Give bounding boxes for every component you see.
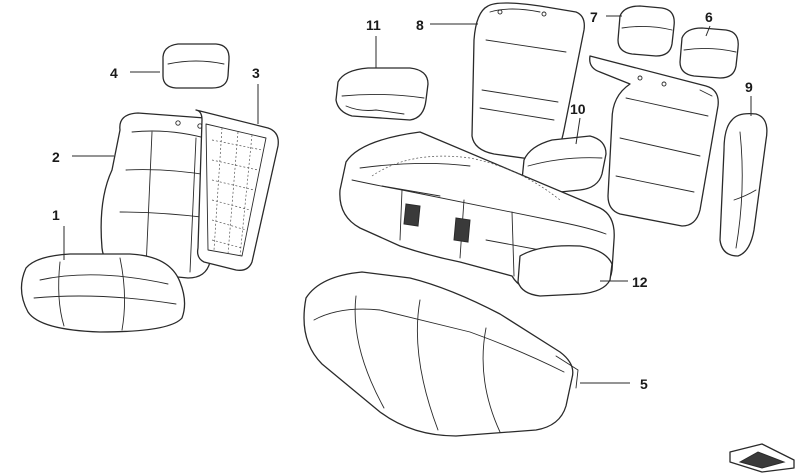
front-seat-cushion [20, 253, 186, 333]
document-corner-icon [729, 443, 795, 473]
callout-5: 5 [640, 376, 648, 392]
callout-2: 2 [52, 149, 60, 165]
side-bolster [719, 112, 768, 257]
backrest-frame [195, 109, 279, 271]
armrest-cover [335, 67, 429, 121]
callout-8: 8 [416, 17, 424, 33]
callout-1: 1 [52, 207, 60, 223]
callout-12: 12 [632, 274, 648, 290]
rear-headrest-right [679, 27, 739, 79]
seat-base [517, 245, 613, 297]
callout-4: 4 [110, 65, 118, 81]
front-headrest [162, 43, 230, 89]
callout-6: 6 [705, 9, 713, 25]
rear-headrest-center [617, 5, 675, 57]
callout-3: 3 [252, 65, 260, 81]
rear-backrest-right [589, 55, 719, 227]
callout-9: 9 [745, 79, 753, 95]
callout-7: 7 [590, 9, 598, 25]
callout-labels: 1 2 3 4 5 6 7 8 9 10 11 12 [52, 9, 753, 392]
callout-11: 11 [366, 17, 381, 33]
bench-cushion-cover [303, 271, 579, 437]
callout-10: 10 [570, 101, 586, 117]
leader-lines [63, 15, 752, 384]
